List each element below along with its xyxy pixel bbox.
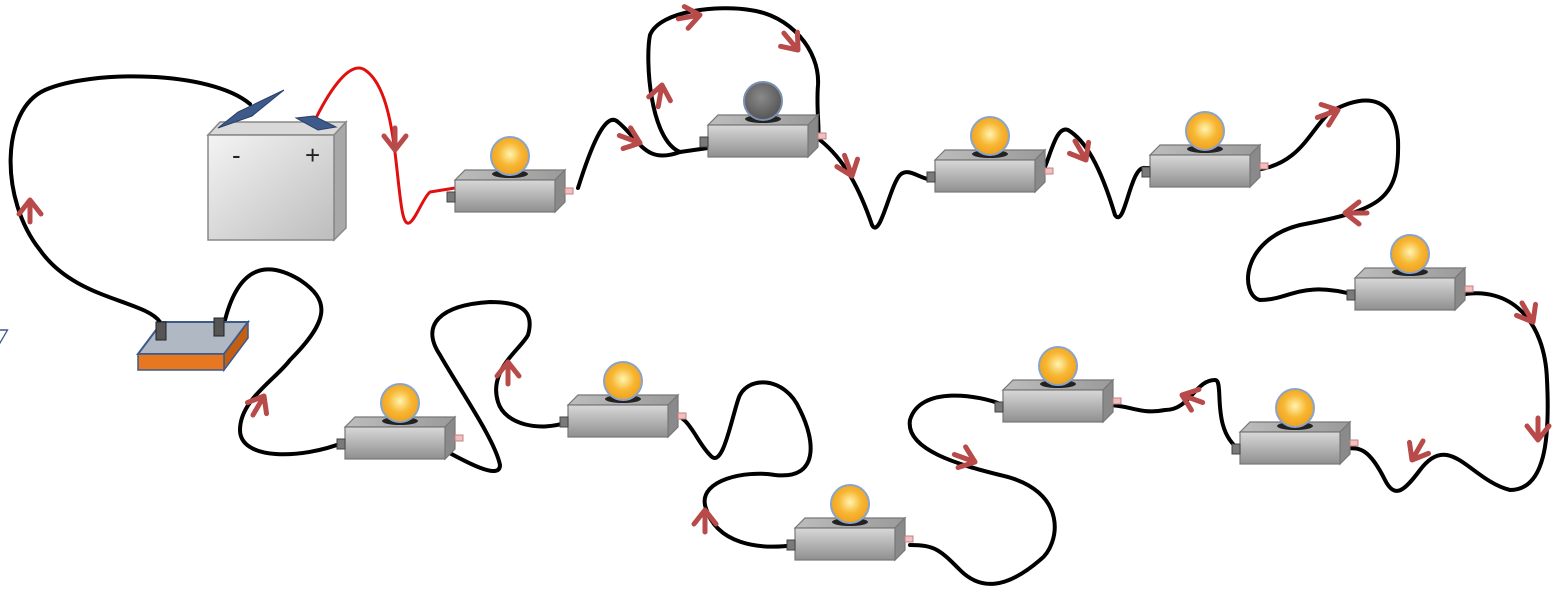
current-direction-arrow-icon	[834, 152, 861, 179]
lamp-bulb-lit	[1275, 388, 1315, 428]
wire-lamp3-lamp4	[1038, 127, 1154, 220]
current-direction-arrow-icon	[1406, 438, 1432, 463]
lamp-terminal-left	[446, 191, 456, 203]
light-bulb-icon	[446, 136, 574, 214]
lamp-terminal-left	[994, 401, 1004, 413]
current-direction-arrow-icon	[381, 125, 409, 153]
wire-lamp6-lamp7	[1106, 378, 1242, 452]
lamp-terminal-right	[564, 187, 574, 195]
lamp-bulb-lit	[970, 116, 1010, 156]
lamp-bulb-unlit	[743, 81, 783, 121]
lamp-terminal-left	[1141, 166, 1151, 178]
switch-base	[137, 353, 225, 371]
lamp-housing	[454, 179, 556, 213]
battery: - +	[206, 89, 348, 242]
lamp-bulb-lit	[830, 484, 870, 524]
lamps	[336, 81, 1474, 562]
light-bulb-icon	[994, 346, 1122, 424]
current-direction-arrow-icon	[1524, 415, 1552, 443]
wire-lamp1-lamp2	[576, 117, 710, 190]
current-direction-arrow-icon	[16, 197, 44, 225]
wire-lamp8-lamp9	[666, 380, 813, 549]
light-bulb-icon	[1141, 111, 1269, 189]
light-bulb-icon	[786, 484, 914, 562]
lamp-terminal-right	[677, 412, 687, 420]
lamp-bulb-lit	[1185, 111, 1225, 151]
battery-positive-label: +	[305, 140, 320, 170]
lamp-housing	[1354, 277, 1456, 311]
lamp-terminal-left	[786, 539, 796, 551]
lamp-housing	[1239, 431, 1341, 465]
wire-lamp5-lamp6	[1338, 291, 1550, 493]
lamp-housing	[1149, 154, 1251, 188]
current-direction-arrow-icon	[1314, 101, 1341, 128]
switch-post-left	[155, 321, 167, 341]
battery-negative-label: -	[232, 140, 241, 170]
lamp-terminal-right	[904, 535, 914, 543]
current-direction-arrow-icon	[646, 82, 673, 110]
battery-side	[333, 120, 347, 242]
light-bulb-icon	[336, 383, 464, 461]
lamp-bulb-lit	[1038, 346, 1078, 386]
lamp-terminal-left	[1231, 443, 1241, 455]
wire-lamp7-lamp8	[907, 393, 1057, 586]
current-direction-arrow-icon	[1513, 300, 1539, 325]
battery-terminal-positive-lid	[294, 115, 338, 131]
current-direction-arrow-icon	[494, 359, 522, 387]
light-bulb-icon	[1231, 388, 1359, 466]
lamp-housing	[567, 404, 669, 438]
wire-lamp2-lamp3	[818, 138, 940, 230]
current-direction-arrow-icon	[244, 393, 270, 418]
wire-lamp9-lamp10	[428, 300, 570, 473]
lamp-housing	[794, 527, 896, 561]
light-bulb-icon	[926, 116, 1054, 194]
lamp-terminal-left	[699, 136, 709, 148]
lamp-terminal-right	[817, 132, 827, 140]
lamp-housing	[1002, 389, 1104, 423]
lamp-bulb-lit	[1390, 234, 1430, 274]
wire-lamp10-switch	[223, 267, 347, 457]
lamp-terminal-right	[1112, 397, 1122, 405]
light-bulb-icon	[699, 81, 827, 159]
wire-lamp2-loop	[646, 6, 821, 154]
current-direction-arrow-icon	[1342, 199, 1370, 227]
lamp-bulb-lit	[603, 361, 643, 401]
lamp-terminal-left	[926, 171, 936, 183]
current-direction-arrow-icon	[1179, 386, 1206, 413]
lamp-housing	[934, 159, 1036, 193]
lamp-bulb-lit	[490, 136, 530, 176]
lamp-terminal-left	[336, 438, 346, 450]
lamp-terminal-left	[1346, 289, 1356, 301]
wire-battery-negative	[8, 74, 252, 324]
current-direction-arrow-icon	[1066, 138, 1092, 163]
current-arrows	[16, 4, 1552, 535]
lamp-terminal-right	[454, 434, 464, 442]
current-direction-arrow-icon	[675, 4, 703, 31]
lamp-bulb-lit	[380, 383, 420, 423]
lamp-terminal-left	[559, 416, 569, 428]
lamp-terminal-right	[1464, 285, 1474, 293]
current-direction-arrow-icon	[691, 507, 719, 535]
lamp-terminal-right	[1259, 162, 1269, 170]
current-direction-arrow-icon	[778, 29, 801, 53]
switch-icon	[0, 317, 250, 373]
lamp-housing	[344, 426, 446, 460]
battery-terminal-negative-lid	[217, 89, 285, 129]
lamp-terminal-right	[1349, 439, 1359, 447]
light-bulb-icon	[1346, 234, 1474, 312]
switch-post-right	[213, 317, 225, 337]
battery-front	[207, 134, 335, 241]
lamp-terminal-right	[1044, 167, 1054, 175]
switch-blade	[0, 329, 9, 347]
lamp-housing	[707, 124, 809, 158]
current-direction-arrow-icon	[616, 125, 643, 152]
light-bulb-icon	[559, 361, 687, 439]
current-direction-arrow-icon	[951, 444, 978, 471]
